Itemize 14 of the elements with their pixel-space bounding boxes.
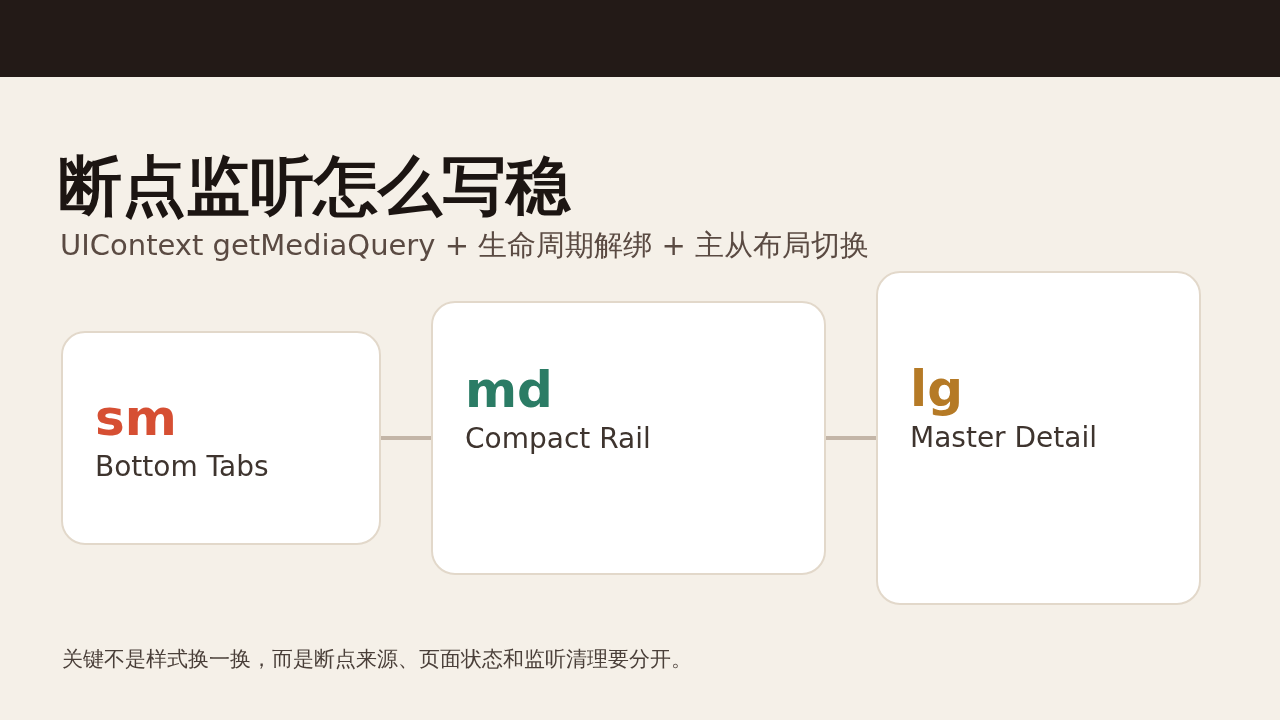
connector-line [381, 436, 431, 440]
layout-name: Master Detail [910, 421, 1097, 455]
breakpoint-card [61, 331, 381, 545]
breakpoint-card [876, 271, 1201, 605]
breakpoint-card [431, 301, 826, 575]
subtitle: UIContext getMediaQuery + 生命周期解绑 + 主从布局切换 [60, 227, 869, 264]
layout-name: Bottom Tabs [95, 450, 269, 484]
breakpoint-key: md [465, 362, 553, 418]
note: 关键不是样式换一换，而是断点来源、页面状态和监听清理要分开。 [62, 646, 692, 673]
breakpoint-key: lg [910, 361, 963, 417]
connector-line [826, 436, 876, 440]
breakpoint-key: sm [95, 390, 177, 446]
title: 断点监听怎么写稳 [58, 148, 570, 224]
layout-name: Compact Rail [465, 422, 651, 456]
